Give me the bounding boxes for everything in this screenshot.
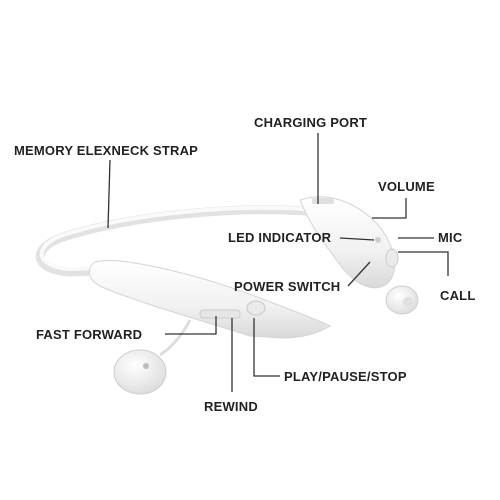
right-earbud bbox=[385, 285, 419, 315]
call-button bbox=[385, 248, 399, 268]
led-indicator-dot bbox=[375, 237, 381, 243]
label-memory-neck-strap: MEMORY ELEXNECK STRAP bbox=[14, 143, 199, 158]
right-earbud-tip bbox=[403, 297, 413, 307]
label-volume: VOLUME bbox=[378, 179, 435, 194]
label-play-pause-stop: PLAY/PAUSE/STOP bbox=[284, 369, 407, 384]
leader-lines bbox=[107, 133, 449, 392]
leader-neck-strap bbox=[107, 159, 111, 229]
label-fast-forward: FAST FORWARD bbox=[36, 327, 143, 342]
leader-play-pause bbox=[253, 318, 280, 377]
leader-power-switch bbox=[347, 261, 371, 287]
forward-rewind-slider bbox=[199, 309, 241, 319]
leader-led bbox=[339, 237, 375, 241]
left-earbud-cable bbox=[159, 319, 192, 357]
label-rewind: REWIND bbox=[204, 399, 258, 414]
right-housing bbox=[299, 196, 396, 289]
left-earbud-mark bbox=[143, 363, 149, 369]
label-charging-port: CHARGING PORT bbox=[254, 115, 368, 130]
label-led-indicator: LED INDICATOR bbox=[228, 230, 332, 245]
leader-volume bbox=[372, 198, 407, 219]
play-pause-button bbox=[246, 300, 266, 316]
neck-band-highlight bbox=[39, 205, 322, 272]
label-call: CALL bbox=[440, 288, 476, 303]
leader-call bbox=[398, 251, 449, 276]
left-housing bbox=[88, 260, 331, 339]
leader-fast-forward bbox=[165, 316, 217, 335]
label-mic: MIC bbox=[438, 230, 463, 245]
left-earbud bbox=[113, 349, 167, 395]
label-power-switch: POWER SWITCH bbox=[234, 279, 341, 294]
charging-port-slot bbox=[312, 198, 334, 204]
